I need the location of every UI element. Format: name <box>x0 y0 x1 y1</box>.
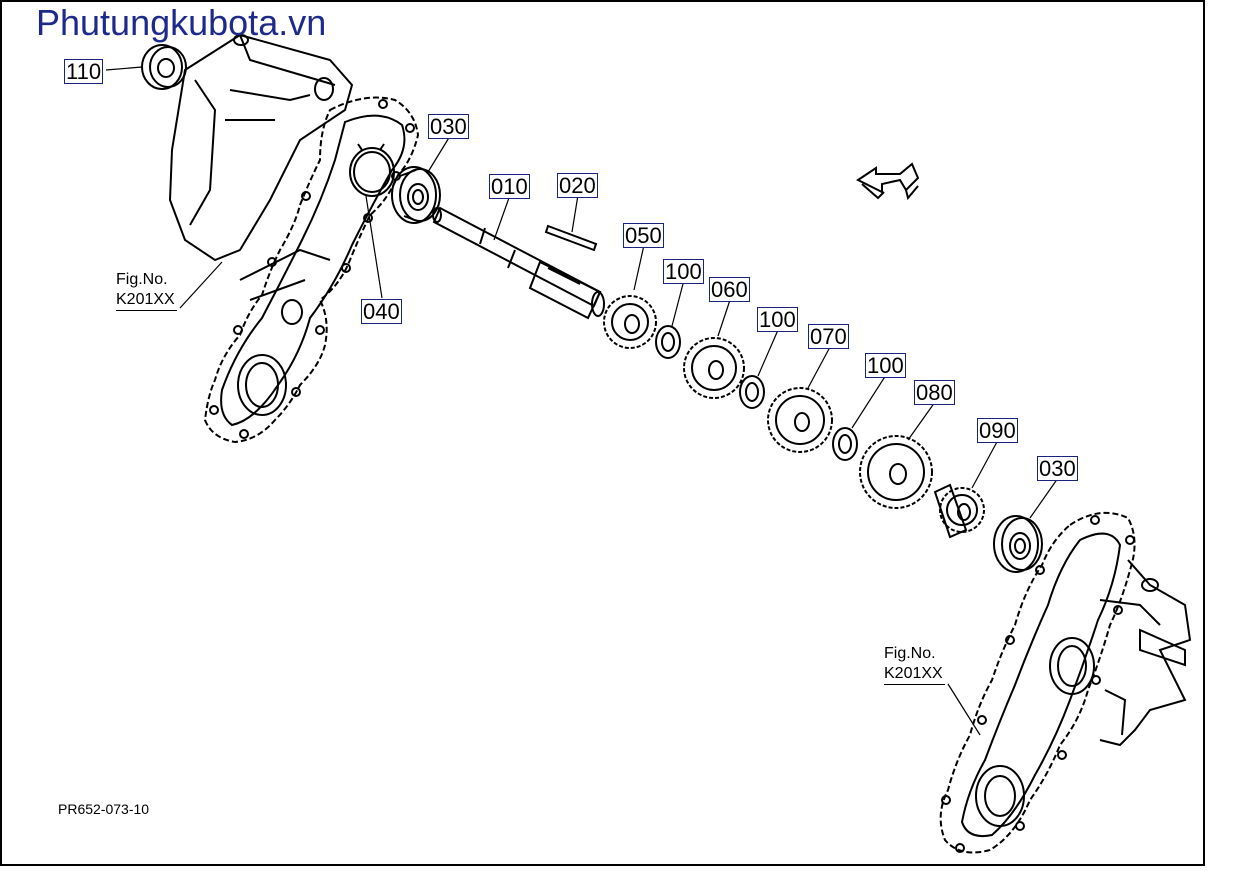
left-housing <box>168 33 420 444</box>
view-direction-arrow <box>856 162 920 201</box>
fig-ref-left[interactable]: Fig.No. K201XX <box>116 270 177 311</box>
part-label-100-b[interactable]: 100 <box>757 307 798 332</box>
drawing-code: PR652-073-10 <box>58 801 150 817</box>
part-label-010[interactable]: 010 <box>489 174 530 199</box>
part-label-070[interactable]: 070 <box>808 324 849 349</box>
part-label-050[interactable]: 050 <box>623 223 664 248</box>
leader-lines <box>105 66 1059 736</box>
part-label-030-right[interactable]: 030 <box>1037 456 1078 481</box>
fig-ref-right-code: K201XX <box>884 664 945 685</box>
key-020 <box>544 224 598 252</box>
bearing-030-left <box>391 166 441 224</box>
part-label-020[interactable]: 020 <box>557 173 598 198</box>
gear-090 <box>933 483 985 539</box>
fig-ref-right-line1: Fig.No. <box>884 645 936 662</box>
spacer-100-b <box>739 375 765 409</box>
part-label-100-c[interactable]: 100 <box>865 353 906 378</box>
spacer-100-a <box>655 325 681 359</box>
spacer-100-c <box>832 427 858 461</box>
part-label-030-left[interactable]: 030 <box>428 114 469 139</box>
bearing-030-right <box>993 515 1043 573</box>
gear-080 <box>859 435 933 509</box>
right-housing <box>939 511 1192 854</box>
part-label-040[interactable]: 040 <box>361 299 402 324</box>
fig-ref-left-line1: Fig.No. <box>116 271 168 288</box>
part-label-060[interactable]: 060 <box>709 277 750 302</box>
gear-060 <box>683 337 745 399</box>
drawing-frame <box>0 0 1205 866</box>
gear-050 <box>603 295 657 349</box>
watermark-logo: Phutungkubota.vn <box>36 2 327 43</box>
circlip-040 <box>349 143 395 197</box>
part-label-110[interactable]: 110 <box>64 59 104 84</box>
oil-seal-110 <box>141 44 187 90</box>
fig-ref-right[interactable]: Fig.No. K201XX <box>884 644 945 685</box>
fig-ref-left-code: K201XX <box>116 290 177 311</box>
gear-070 <box>767 387 833 453</box>
part-label-090[interactable]: 090 <box>977 418 1018 443</box>
part-label-100-a[interactable]: 100 <box>663 259 704 284</box>
part-label-080[interactable]: 080 <box>914 380 955 405</box>
shaft-010 <box>432 206 605 320</box>
